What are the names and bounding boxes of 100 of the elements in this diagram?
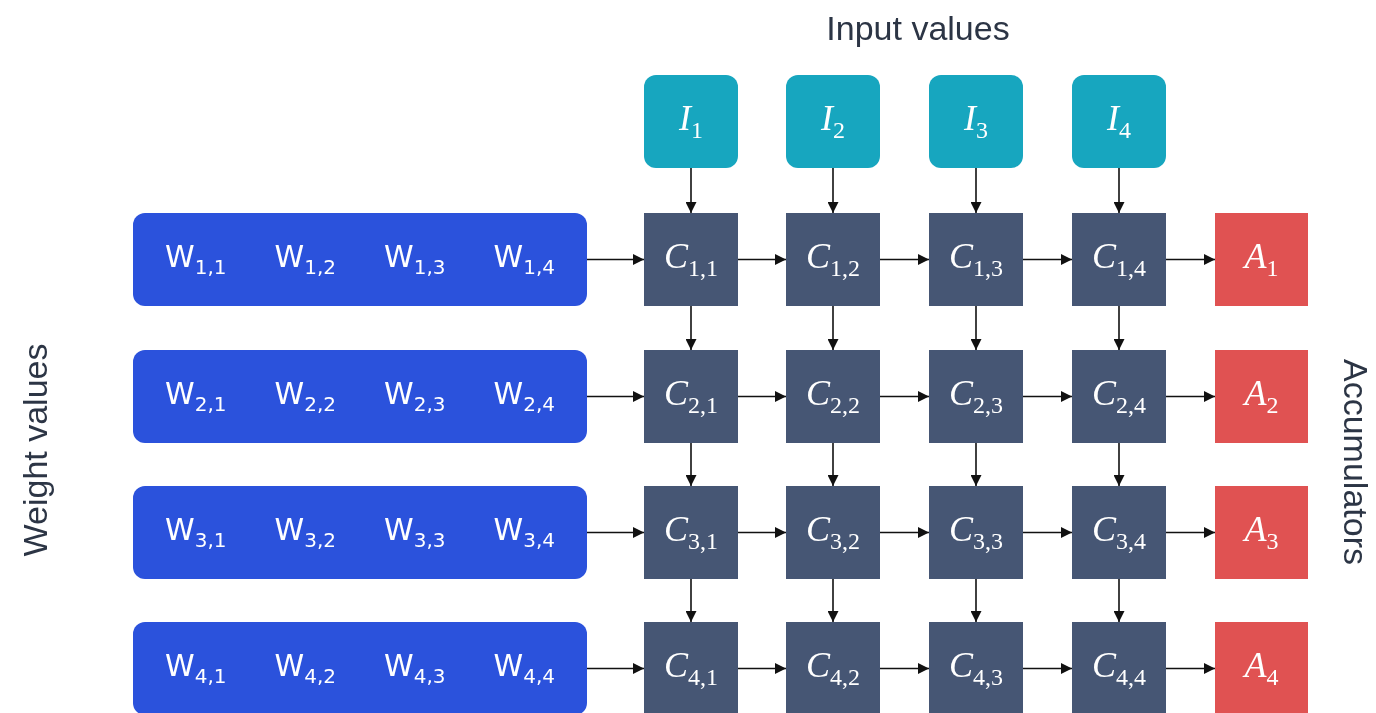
cell-symbol: C$_{2,2}$ <box>806 375 860 418</box>
axis-title: Weight values <box>15 343 55 557</box>
weight-row-box <box>133 622 587 713</box>
arrow <box>1165 527 1216 538</box>
arrow <box>1165 254 1216 265</box>
cell-symbol: C$_{2,3}$ <box>949 375 1003 418</box>
arrow <box>827 442 839 487</box>
arrow <box>1113 167 1125 214</box>
cell-symbol: C$_{2,4}$ <box>1092 375 1146 418</box>
weight-symbol: W$_{4,3}$ <box>384 651 446 686</box>
arrow <box>1113 442 1125 487</box>
arrow <box>586 663 645 674</box>
arrow <box>879 254 930 265</box>
cell-symbol: C$_{4,1}$ <box>664 647 718 690</box>
cell-symbol: C$_{3,1}$ <box>664 511 718 554</box>
arrow <box>827 305 839 351</box>
compute-cell <box>786 350 880 443</box>
weight-symbol: W$_{3,2}$ <box>274 515 336 550</box>
accumulator-symbol: A$_{1}$ <box>1244 238 1279 281</box>
cell-symbol: C$_{1,2}$ <box>806 238 860 281</box>
arrow <box>685 305 697 351</box>
arrow <box>970 167 982 214</box>
cell-symbol: C$_{4,3}$ <box>949 647 1003 690</box>
compute-cell <box>644 213 738 306</box>
accumulator-box <box>1215 486 1308 579</box>
cell-symbol: C$_{4,4}$ <box>1092 647 1146 690</box>
arrow <box>685 578 697 623</box>
arrow <box>1165 663 1216 674</box>
cell-symbol: C$_{3,2}$ <box>806 511 860 554</box>
weight-row-box <box>133 350 587 443</box>
arrow <box>586 527 645 538</box>
arrow <box>970 442 982 487</box>
arrow <box>737 663 787 674</box>
compute-cell <box>644 350 738 443</box>
cell-symbol: C$_{4,2}$ <box>806 647 860 690</box>
axis-title: Input values <box>826 8 1010 48</box>
compute-cell <box>929 622 1023 713</box>
arrow <box>1113 305 1125 351</box>
input-box <box>1072 75 1166 168</box>
arrow <box>586 391 645 402</box>
weight-symbol: W$_{2,2}$ <box>274 379 336 414</box>
accumulator-symbol: A$_{2}$ <box>1244 375 1279 418</box>
arrow <box>1113 578 1125 623</box>
weight-symbol: W$_{2,3}$ <box>384 379 446 414</box>
weight-row-box <box>133 213 587 306</box>
arrow <box>827 578 839 623</box>
cell-symbol: C$_{1,4}$ <box>1092 238 1146 281</box>
input-box <box>644 75 738 168</box>
weight-symbol: W$_{4,4}$ <box>493 651 555 686</box>
cell-symbol: C$_{1,1}$ <box>664 238 718 281</box>
arrow <box>685 442 697 487</box>
weight-symbol: W$_{2,1}$ <box>165 379 227 414</box>
compute-cell <box>1072 622 1166 713</box>
weight-symbol: W$_{3,4}$ <box>493 515 555 550</box>
arrow <box>970 578 982 623</box>
compute-cell <box>644 622 738 713</box>
weight-symbol: W$_{4,1}$ <box>165 651 227 686</box>
arrow <box>737 254 787 265</box>
arrow <box>879 527 930 538</box>
compute-cell <box>786 213 880 306</box>
accumulator-box <box>1215 350 1308 443</box>
weight-row-box <box>133 486 587 579</box>
compute-cell <box>644 486 738 579</box>
arrow <box>737 527 787 538</box>
arrow <box>1022 663 1073 674</box>
compute-cell <box>786 622 880 713</box>
accumulator-box <box>1215 622 1308 713</box>
input-box <box>929 75 1023 168</box>
cell-symbol: C$_{1,3}$ <box>949 238 1003 281</box>
cell-symbol: C$_{3,3}$ <box>949 511 1003 554</box>
accumulator-box <box>1215 213 1308 306</box>
arrow <box>685 167 697 214</box>
input-symbol: I$_{2}$ <box>821 100 845 143</box>
weight-symbol: W$_{1,4}$ <box>493 242 555 277</box>
input-symbol: I$_{3}$ <box>964 100 988 143</box>
compute-cell <box>786 486 880 579</box>
weight-symbol: W$_{1,1}$ <box>165 242 227 277</box>
cell-symbol: C$_{3,4}$ <box>1092 511 1146 554</box>
input-symbol: I$_{1}$ <box>679 100 703 143</box>
arrow <box>879 391 930 402</box>
weight-symbol: W$_{1,3}$ <box>384 242 446 277</box>
cell-symbol: C$_{2,1}$ <box>664 375 718 418</box>
weight-symbol: W$_{4,2}$ <box>274 651 336 686</box>
arrow <box>586 254 645 265</box>
weight-symbol: W$_{1,2}$ <box>274 242 336 277</box>
compute-cell <box>929 350 1023 443</box>
axis-title: Accumulators <box>1335 359 1375 565</box>
compute-cell <box>929 213 1023 306</box>
arrow <box>970 305 982 351</box>
arrow <box>1022 527 1073 538</box>
compute-cell <box>1072 486 1166 579</box>
compute-cell <box>929 486 1023 579</box>
accumulator-symbol: A$_{4}$ <box>1244 647 1279 690</box>
compute-cell <box>1072 213 1166 306</box>
arrow <box>737 391 787 402</box>
weight-symbol: W$_{3,3}$ <box>384 515 446 550</box>
input-symbol: I$_{4}$ <box>1107 100 1131 143</box>
input-box <box>786 75 880 168</box>
weight-symbol: W$_{2,4}$ <box>493 379 555 414</box>
arrow <box>1022 391 1073 402</box>
